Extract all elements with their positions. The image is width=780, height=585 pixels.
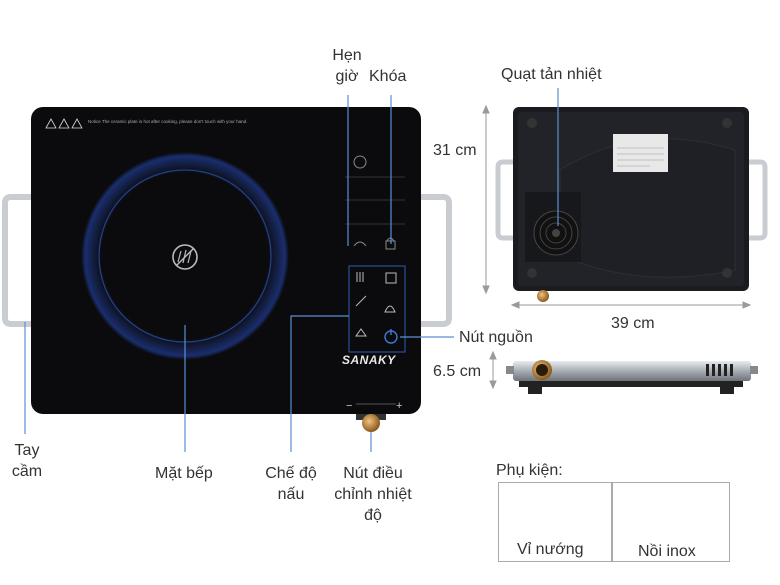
brand-logo: SANAKY: [342, 353, 396, 367]
mode-icons: [355, 272, 397, 337]
temperature-knob: [362, 414, 380, 432]
label-thickness: 6.5 cm: [433, 363, 482, 380]
label-cooktop-surface: Mặt bếp: [155, 465, 213, 482]
back-left-handle: [495, 159, 518, 241]
label-timer: Hẹn giờ: [332, 47, 362, 85]
label-lock: Khóa: [369, 68, 407, 85]
label-cooking-modes: Chế độ nấu: [265, 465, 317, 503]
label-handle: Tay cầm: [11, 442, 43, 480]
right-handle: [418, 194, 452, 327]
label-grill-rack: Vỉ nướng: [517, 541, 584, 558]
back-right-handle: [745, 159, 768, 241]
slider-minus: −: [346, 400, 353, 412]
label-width: 39 cm: [611, 315, 655, 332]
mode-buttons-frame: [348, 265, 406, 353]
control-panel: [345, 155, 405, 250]
callout-lines: [24, 88, 559, 452]
accessory-pot-box: [612, 482, 730, 562]
label-accessories: Phụ kiện:: [496, 462, 563, 479]
label-cooling-fan: Quạt tản nhiệt: [501, 66, 602, 83]
hot-surface-icon: [172, 244, 198, 270]
cooling-fan: [525, 192, 581, 262]
warning-text: Notice The ceramic plate is hot after co…: [88, 119, 248, 124]
label-temperature-knob: Nút điều chỉnh nhiệt độ: [334, 465, 412, 524]
dimension-lines: [482, 104, 752, 390]
accessory-grill-box: [498, 482, 612, 562]
slider-plus: +: [396, 400, 403, 412]
spec-sticker: [613, 134, 668, 172]
label-height: 31 cm: [433, 142, 477, 159]
label-inox-pot: Nồi inox: [638, 543, 696, 560]
label-power-button: Nút nguồn: [459, 329, 533, 346]
warning-icons: [45, 118, 83, 129]
left-handle: [2, 194, 36, 327]
side-view-body: [513, 361, 751, 381]
